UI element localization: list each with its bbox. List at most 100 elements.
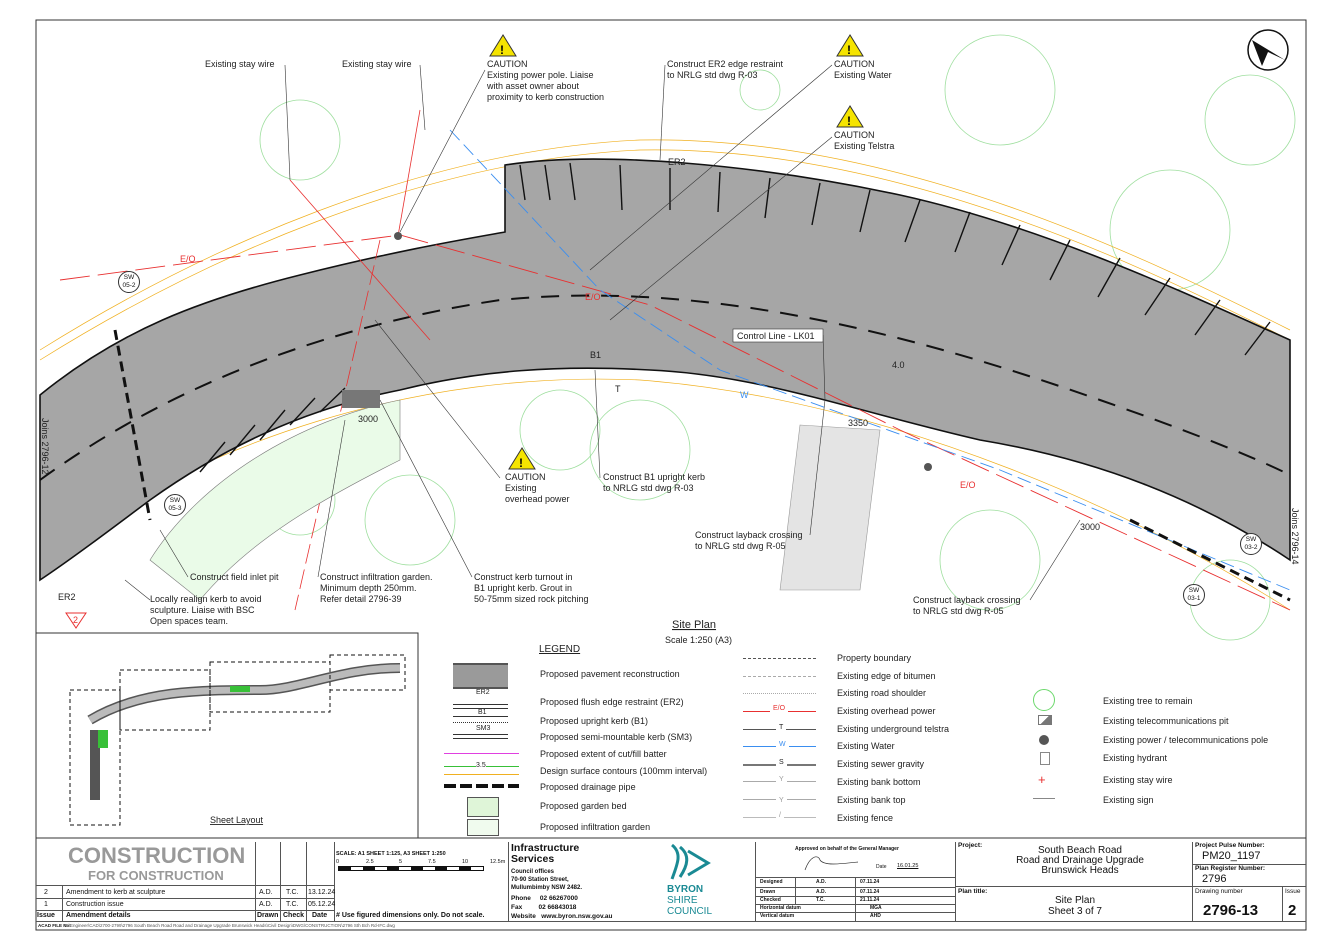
legend-label: Property boundary bbox=[837, 653, 912, 663]
signoff-date: 07.11.24 bbox=[860, 879, 880, 885]
plan-title-label: Plan title: bbox=[958, 888, 988, 895]
header-date: Date bbox=[312, 912, 328, 919]
phone-value: 02 66267000 bbox=[539, 895, 578, 902]
eo-label: E/O bbox=[585, 292, 601, 302]
register-number: 2796 bbox=[1202, 873, 1227, 885]
caution-icon: ! bbox=[519, 456, 523, 470]
dimension-3000: 3000 bbox=[358, 414, 378, 424]
legend-label: Existing road shoulder bbox=[837, 688, 927, 698]
er2-note: Construct ER2 edge restraint bbox=[667, 59, 784, 69]
er2-note: to NRLG std dwg R-03 bbox=[667, 70, 758, 80]
sm3-swatch bbox=[453, 734, 508, 739]
legend-label: Proposed drainage pipe bbox=[540, 782, 636, 792]
revision-check: T.C. bbox=[286, 901, 299, 908]
power-pole-icon bbox=[394, 232, 402, 240]
legend-symbol: S bbox=[776, 759, 787, 766]
sheet-frame bbox=[35, 19, 1307, 931]
joins-left-label: Joins 2796-12 bbox=[40, 418, 50, 475]
contour-swatch-2 bbox=[444, 774, 519, 775]
dept-line: Infrastructure bbox=[511, 842, 580, 854]
legend-symbol: E/O bbox=[770, 705, 789, 712]
web-label: Website bbox=[511, 913, 536, 920]
legend-symbol: ER2 bbox=[476, 689, 490, 696]
drainage-pipe-swatch bbox=[444, 784, 519, 788]
legend-symbol: B1 bbox=[478, 709, 487, 716]
logo-line: BYRON bbox=[667, 884, 704, 895]
website-link[interactable]: www.byron.nsw.gov.au bbox=[541, 913, 613, 920]
legend-label: Proposed infiltration garden bbox=[540, 822, 651, 832]
control-line-label: Control Line - LK01 bbox=[737, 331, 815, 341]
caution-overhead-note: Existing bbox=[505, 483, 537, 493]
project-line: Road and Drainage Upgrade bbox=[1016, 855, 1144, 866]
stay-wire-note: Existing stay wire bbox=[205, 59, 275, 69]
b1-kerb-note: to NRLG std dwg R-03 bbox=[603, 483, 694, 493]
scale-tick: 7.5 bbox=[428, 859, 436, 865]
scale-text: SCALE: A1 SHEET 1:125, A3 SHEET 1:250 bbox=[336, 851, 446, 857]
legend-label: Existing fence bbox=[837, 813, 894, 823]
road-shoulder-swatch bbox=[743, 693, 816, 694]
layback-crossing bbox=[779, 424, 881, 591]
h-datum: MGA bbox=[870, 905, 882, 911]
kerb-turnout-note: Construct kerb turnout in bbox=[474, 572, 573, 582]
scale-tick: 12.5m bbox=[490, 859, 506, 865]
scale-note: # Use figured dimensions only. Do not sc… bbox=[336, 912, 485, 919]
signature bbox=[804, 856, 859, 871]
address-line: 70-90 Station Street, bbox=[511, 877, 569, 883]
dimension-3000: 3000 bbox=[1080, 522, 1100, 532]
caution-pole-note: with asset owner about bbox=[486, 81, 580, 91]
kerb-turnout-note: 50-75mm sized rock pitching bbox=[474, 594, 589, 604]
legend-label: Existing Water bbox=[837, 741, 895, 751]
pit-label: SW bbox=[123, 274, 135, 281]
legend-symbol: T bbox=[776, 724, 787, 731]
legend-symbol: W bbox=[776, 741, 789, 748]
legend-symbol: Y bbox=[776, 797, 787, 804]
issue-label: Issue bbox=[1285, 888, 1301, 895]
edge-bitumen-swatch bbox=[743, 676, 816, 677]
fax-label: Fax bbox=[511, 904, 523, 911]
infiltration-garden bbox=[149, 399, 401, 601]
signoff-who: T.C. bbox=[816, 897, 825, 903]
logo-line: COUNCIL bbox=[667, 906, 713, 917]
register-label: Plan Register Number: bbox=[1195, 865, 1266, 872]
b1-swatch bbox=[453, 716, 508, 723]
caution-icon: ! bbox=[847, 43, 851, 57]
legend-label: Existing bank top bbox=[837, 795, 906, 805]
signoff-who: A.D. bbox=[816, 889, 826, 895]
revision-drawn: A.D. bbox=[259, 889, 273, 896]
revision-drawn: A.D. bbox=[259, 901, 273, 908]
layback-note: Construct layback crossing bbox=[913, 595, 1021, 605]
tree-icon bbox=[1033, 689, 1055, 711]
north-arrow-icon bbox=[1247, 29, 1289, 71]
signoff-role: Designed bbox=[760, 879, 783, 885]
drawing-number: 2796-13 bbox=[1203, 902, 1259, 919]
drawing-number-label: Drawing number bbox=[1195, 888, 1243, 895]
layback-note: Construct layback crossing bbox=[695, 530, 803, 540]
legend-label: Proposed flush edge restraint (ER2) bbox=[540, 697, 684, 707]
signoff-role: Checked bbox=[760, 897, 781, 903]
layback-note: to NRLG std dwg R-05 bbox=[913, 606, 1004, 616]
signoff-date: 21.11.24 bbox=[860, 897, 880, 903]
realign-note: Open spaces team. bbox=[150, 616, 228, 626]
legend-label: Existing edge of bitumen bbox=[837, 671, 936, 681]
legend-label: Existing bank bottom bbox=[837, 777, 921, 787]
caution-pole-note: proximity to kerb construction bbox=[487, 92, 604, 102]
road-centreline bbox=[39, 294, 1291, 481]
leader-lines bbox=[124, 64, 1081, 601]
legend-label: Proposed pavement reconstruction bbox=[540, 669, 680, 679]
project-line: South Beach Road bbox=[1038, 845, 1122, 856]
revision-date: 05.12.24 bbox=[308, 901, 336, 908]
water-label: W bbox=[740, 390, 749, 400]
joins-right-label: Joins 2796-14 bbox=[1290, 508, 1300, 565]
byron-logo-mark bbox=[668, 843, 712, 883]
revision-details: Construction issue bbox=[66, 901, 124, 908]
scale-tick: 10 bbox=[462, 859, 469, 865]
legend-label: Existing sewer gravity bbox=[837, 759, 925, 769]
issue-number: 2 bbox=[1288, 902, 1297, 919]
revision-date: 13.12.24 bbox=[308, 889, 336, 896]
plan-title-line: Sheet 3 of 7 bbox=[1048, 906, 1102, 917]
er2-label: ER2 bbox=[58, 592, 76, 602]
